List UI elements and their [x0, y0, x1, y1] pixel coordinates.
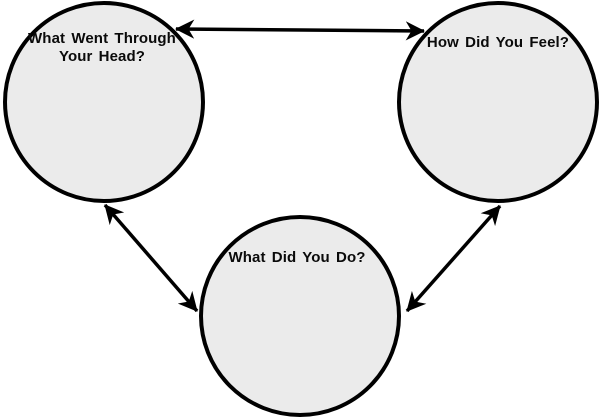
connector-thoughts-feelings	[175, 19, 425, 41]
node-thoughts-circle	[3, 1, 205, 203]
connector-thoughts-actions	[103, 203, 199, 313]
node-feelings-circle	[397, 1, 599, 203]
node-actions-circle	[199, 215, 401, 417]
connector-feelings-actions	[405, 204, 502, 313]
